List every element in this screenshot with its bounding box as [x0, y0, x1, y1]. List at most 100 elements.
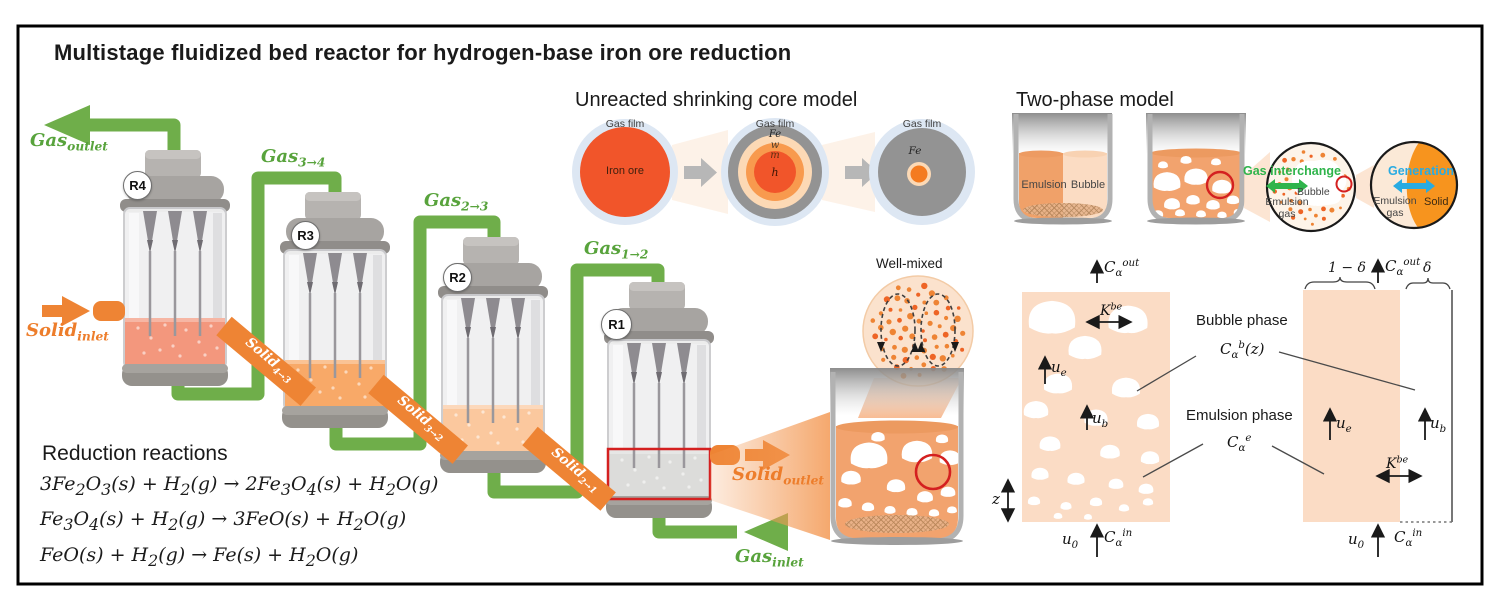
page-title: Multistage fluidized bed reactor for hyd…: [54, 40, 792, 65]
braces: [1304, 276, 1451, 290]
layer-fe-label: Fe: [768, 129, 782, 140]
stage-arrow-1-icon: [684, 158, 717, 187]
solid-band-2-1: [522, 426, 616, 511]
layer-h-label: h: [771, 166, 779, 179]
u0-label-2: u0: [1348, 530, 1365, 551]
zoomed-bed-beaker: [830, 368, 964, 545]
emulsion-conc-label: Cαe: [1227, 433, 1252, 454]
gas-interchange-circle: [1265, 141, 1357, 233]
bubble-region: [1063, 153, 1107, 218]
zoom-highlight-circle: [1205, 170, 1235, 200]
u0-label-1: u0: [1062, 530, 1079, 551]
gas-3-4-label: Gas3→4: [261, 146, 326, 170]
c-in-label-2: Cαin: [1394, 528, 1423, 549]
gas-pipe-1-2: [487, 263, 665, 499]
bubble-label: Bubble: [1070, 179, 1106, 191]
c-out-label-2: Cαout: [1385, 257, 1421, 278]
layer-m-label: m: [770, 150, 780, 161]
distributor-mesh: [845, 515, 949, 533]
interchange-bubble-label: Bubble: [1297, 186, 1330, 198]
gas-film-label-2: Gas film: [755, 118, 795, 130]
solid-band-4-3: [216, 316, 316, 406]
emulsion-column: [1303, 290, 1400, 522]
kbe-label-1: Kbe: [1100, 301, 1123, 319]
gas-outlet-arrow-icon: [44, 105, 90, 145]
solid-inlet-arrow-icon: [62, 296, 90, 326]
gas-inlet-arrow-icon: [744, 513, 788, 551]
ub-label-2: ub: [1430, 414, 1447, 435]
gas-pipe-3-4: [171, 171, 342, 401]
bubble-phase-label: Bubble phase: [1196, 312, 1288, 329]
emulsion-phase-label: Emulsion phase: [1186, 407, 1293, 424]
bubble-conc-label: Cαb(z): [1220, 340, 1265, 361]
ue-label-1: ue: [1051, 358, 1067, 379]
gas-1-2-label: Gas1→2: [584, 238, 649, 262]
leader-lines: [1136, 351, 1416, 478]
shrinking-core-heading: Unreacted shrinking core model: [575, 89, 858, 111]
gas-outlet-label: Gasoutlet: [30, 130, 108, 154]
column-model-bubbling: [1022, 259, 1170, 557]
two-phase-heading: Two-phase model: [1016, 89, 1174, 111]
ub-label-1: ub: [1092, 409, 1109, 430]
flow-arrows: [1037, 259, 1133, 557]
badge-r3: R3: [291, 221, 320, 250]
gas-film-label-1: Gas film: [605, 118, 645, 130]
reaction-eq-3: FeO(s) + H2(g) → Fe(s) + H2O(g): [40, 544, 359, 570]
emulsion-region: [1019, 153, 1063, 218]
gas-2-3-label: Gas2→3: [424, 190, 489, 214]
reaction-eq-1: 3Fe2O3(s) + H2(g) → 2Fe3O4(s) + H2O(g): [40, 473, 439, 499]
iron-ore-label: Iron ore: [606, 165, 644, 177]
generation-circle: [1369, 140, 1459, 230]
zoom-highlight-circle: [914, 453, 952, 491]
emulsion-gas-label: Emulsion gas: [1265, 196, 1309, 221]
gas-film-label-3: Gas film: [902, 118, 942, 130]
core-fe-label: Fe: [908, 145, 922, 157]
fan-r1-beaker: [710, 412, 830, 540]
bubble-column: [1400, 290, 1452, 522]
reactions-heading: Reduction reactions: [42, 442, 228, 465]
shrinking-core-model: [572, 118, 975, 226]
core-stage-2: [721, 118, 829, 226]
layer-w-label: w: [770, 140, 780, 151]
core-stage-1: [572, 119, 678, 225]
gas-outlet-pipe: [90, 118, 181, 162]
circulation-paths: [880, 293, 956, 367]
badge-r1: R1: [601, 309, 632, 340]
c-out-label-1: Cαout: [1104, 258, 1140, 279]
solid-label: Solid: [1424, 196, 1449, 208]
circulation-arrows: [877, 342, 959, 352]
solid-inlet-label: Solidinlet: [26, 320, 109, 344]
generation-arrow-icon: [1393, 179, 1435, 193]
distributor-mesh: [1023, 203, 1103, 217]
ue-label-2: ue: [1336, 414, 1352, 435]
gas-interchange-label: Gas interchange: [1243, 164, 1341, 178]
column-model-two-phase: [1303, 258, 1453, 557]
kbe-label-2: Kbe: [1386, 454, 1409, 472]
solid-outlet-label: Solidoutlet: [732, 464, 825, 488]
well-mixed-label: Well-mixed: [876, 256, 943, 271]
mini-highlight-circle: [1335, 175, 1353, 193]
c-in-label-1: Cαin: [1104, 528, 1133, 549]
badge-r2: R2: [443, 263, 472, 292]
reaction-eq-2: Fe3O4(s) + H2(g) → 3FeO(s) + H2O(g): [40, 508, 407, 534]
one-minus-delta-label: 1 − δ: [1328, 260, 1366, 276]
solid-inlet-stub: [93, 301, 125, 321]
two-phase-beaker-split: [1012, 113, 1113, 225]
core-stage-3: [869, 119, 975, 225]
delta-label: δ: [1423, 260, 1432, 276]
gas-pipe-2-3: [329, 215, 501, 451]
two-phase-beaker-bubbling: [1146, 113, 1246, 225]
bubble-void: [1292, 159, 1347, 206]
fan-interchange-generation: [1356, 165, 1374, 208]
interchange-arrow-icon: [1266, 179, 1308, 193]
figure-border: [16, 24, 1484, 586]
flow-arrows: [1322, 258, 1433, 557]
fan-beaker-interchange: [1244, 152, 1270, 222]
solid-band-3-2: [368, 374, 468, 464]
generation-label: Generation: [1388, 164, 1454, 178]
z-label: z: [992, 490, 1000, 508]
emulsion-label: Emulsion: [1021, 179, 1067, 191]
generation-emulsion-gas-label: Emulsion gas: [1373, 195, 1417, 220]
gas-inlet-label: Gasinlet: [735, 546, 804, 570]
